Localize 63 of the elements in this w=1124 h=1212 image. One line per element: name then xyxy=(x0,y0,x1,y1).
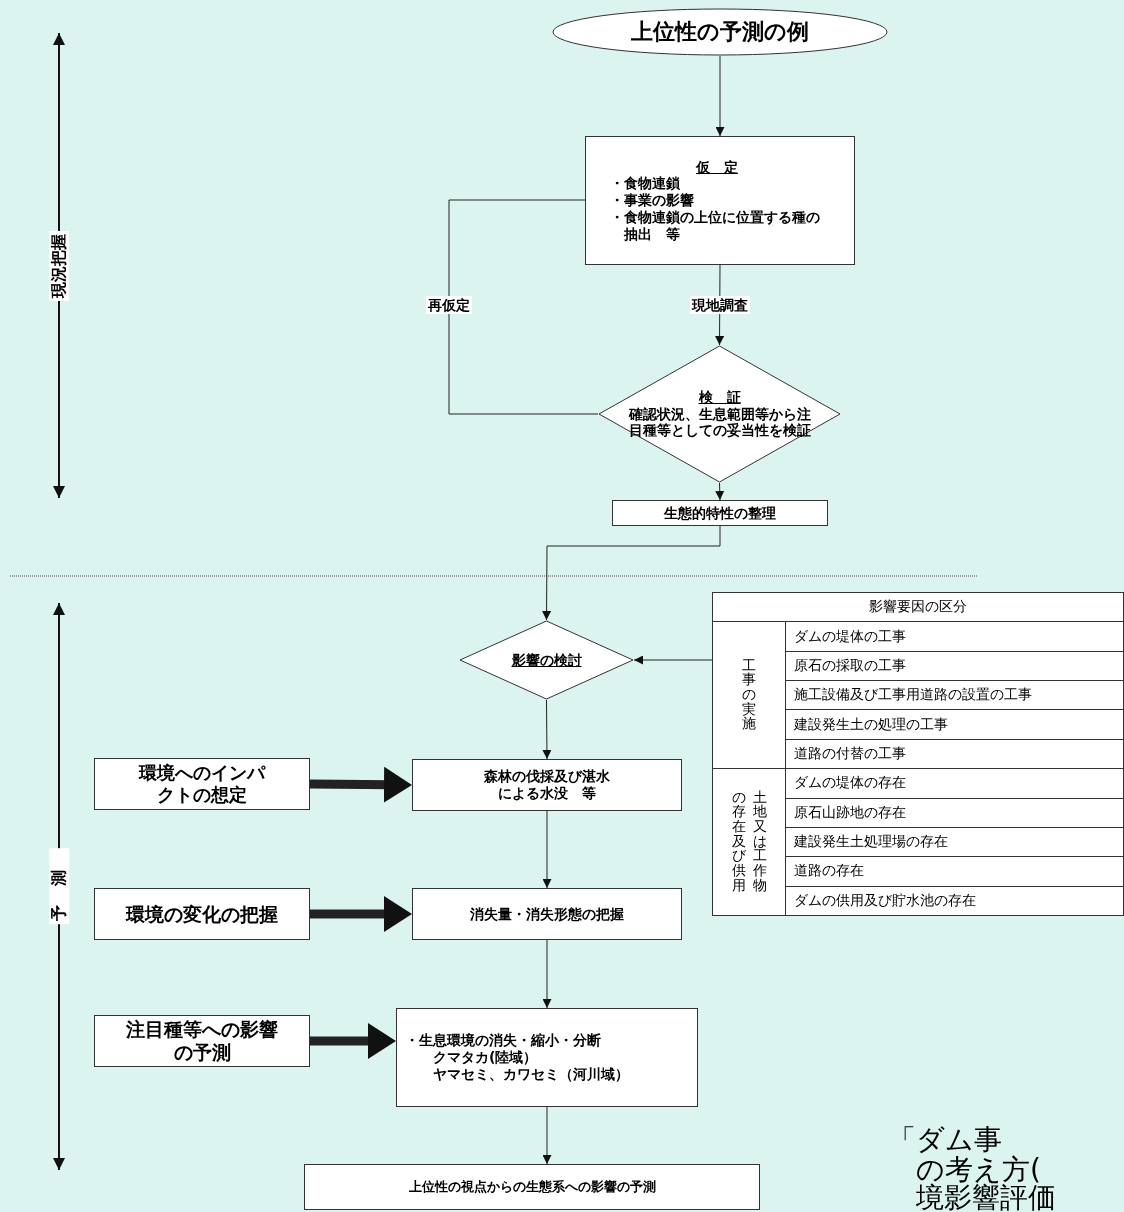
process-box xyxy=(412,759,682,811)
step-box xyxy=(94,888,310,940)
block-arrow xyxy=(309,766,412,803)
phase-label: 現況把握 xyxy=(49,231,69,301)
edge-label: 再仮定 xyxy=(426,295,472,315)
node-text: 環境へのインパクトの想定 xyxy=(137,762,267,806)
arrow xyxy=(633,655,713,665)
arrow xyxy=(542,699,552,760)
process-box xyxy=(304,1164,760,1210)
process-box xyxy=(612,500,828,526)
node-text: 環境の変化の把握 xyxy=(124,902,279,926)
decision-diamond xyxy=(598,345,841,483)
arrow xyxy=(542,525,721,621)
table-cell: 建設発生土の処理の工事 xyxy=(785,709,1124,740)
heading-text: 検 証 xyxy=(697,388,742,406)
node-text: ・生息環境の消失・縮小・分断 xyxy=(405,1032,602,1050)
heading-text: 仮 定 xyxy=(695,158,739,176)
edge-label: 現地調査 xyxy=(690,295,750,315)
start-ellipse xyxy=(552,8,888,56)
table-cell: ダムの堤体の工事 xyxy=(785,621,1124,652)
node-text: ・事業の影響 xyxy=(610,192,695,209)
phase-label: 予測 xyxy=(49,847,70,925)
process-box xyxy=(396,1008,698,1107)
table-cell-text: 土地又は工作物の存在及び供用 xyxy=(731,789,767,895)
table-cell: 施工設備及び工事用道路の設置の工事 xyxy=(785,680,1124,710)
node-text: ・食物連鎖 xyxy=(610,175,681,193)
table-cell: 道路の存在 xyxy=(785,856,1124,887)
table-cell-text: 工事の実施 xyxy=(741,657,757,733)
node-text: 上位性の予測の例 xyxy=(630,18,810,46)
node-text: 確認状況、生息範囲等から注目種等としての妥当性を検証 xyxy=(627,405,812,440)
table-cell: 原石山跡地の存在 xyxy=(785,798,1124,828)
caption-text: 境影響評価 xyxy=(916,1184,1056,1212)
arrow xyxy=(542,1106,552,1165)
table-cell: ダムの堤体の存在 xyxy=(785,768,1124,798)
node-text: 注目種等への影響の予測 xyxy=(125,1018,279,1064)
connector-line xyxy=(448,199,599,415)
node-text: ヤマセミ、カワセミ（河川域） xyxy=(432,1065,630,1083)
arrow xyxy=(542,810,552,889)
step-box xyxy=(94,758,310,810)
arrow xyxy=(542,939,552,1009)
table xyxy=(712,592,1124,916)
process-box xyxy=(412,888,682,940)
step-box xyxy=(94,1015,310,1067)
table-cell: 道路の付替の工事 xyxy=(785,739,1124,769)
node-text: 上位性の視点からの生態系への影響の予測 xyxy=(407,1179,657,1195)
process-box xyxy=(585,136,855,265)
table-cell: 原石の採取の工事 xyxy=(785,651,1124,681)
table-header: 影響要因の区分 xyxy=(712,592,1124,622)
node-text: ・食物連鎖の上位に位置する種の抽出 等 xyxy=(610,208,821,243)
node-text: クマタカ(陸域） xyxy=(432,1049,539,1066)
arrow xyxy=(715,482,725,501)
caption-text: 「ダム事 xyxy=(888,1126,1002,1154)
decision-diamond xyxy=(459,620,634,700)
block-arrow xyxy=(310,896,412,932)
caption-text: の考え方( xyxy=(916,1156,1041,1184)
node-text: 生態的特性の整理 xyxy=(663,504,777,522)
table-cell: 建設発生土処理場の存在 xyxy=(785,827,1124,857)
block-arrow xyxy=(310,1023,396,1059)
node-text: 消失量・消失形態の把握 xyxy=(469,905,625,923)
heading-text: 影響の検討 xyxy=(510,651,583,669)
table-cell: ダムの供用及び貯水池の存在 xyxy=(785,886,1124,916)
arrow xyxy=(715,55,725,137)
node-text: 森林の伐採及び湛水による水没 等 xyxy=(483,768,611,802)
